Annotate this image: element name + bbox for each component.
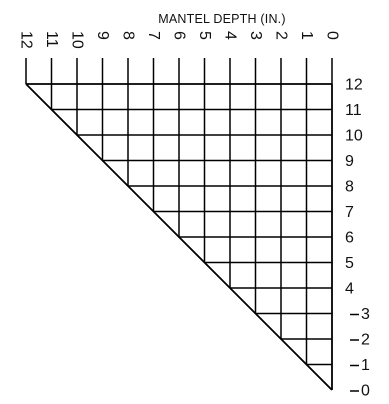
right-scale-label: 10 xyxy=(345,128,363,145)
top-scale-label: 5 xyxy=(196,31,213,40)
top-scale-label: 6 xyxy=(171,31,188,40)
right-scale-label: 0 xyxy=(361,383,370,400)
diagram-title: MANTEL DEPTH (IN.) xyxy=(158,12,285,26)
right-scale-label: 1 xyxy=(361,357,370,374)
right-scale-label: 3 xyxy=(361,306,370,323)
top-scale-label: 2 xyxy=(273,31,290,40)
top-scale-label: 4 xyxy=(222,31,239,40)
right-scale-label: 7 xyxy=(345,204,354,221)
top-scale-label: 10 xyxy=(69,31,86,49)
right-scale-label: 8 xyxy=(345,179,354,196)
top-scale-label: 11 xyxy=(43,31,60,48)
top-scale-label: 7 xyxy=(145,31,162,40)
triangular-grid xyxy=(25,58,333,391)
top-scale-label: 1 xyxy=(298,31,315,40)
right-scale-label: 4 xyxy=(345,281,354,298)
right-scale-label: 6 xyxy=(345,230,354,247)
top-scale-label: 0 xyxy=(324,31,341,40)
top-scale-label: 3 xyxy=(247,31,264,40)
right-scale-label: 9 xyxy=(345,153,354,170)
right-scale-label: 12 xyxy=(345,77,363,94)
top-scale-label: 12 xyxy=(18,31,35,49)
right-scale-label: 2 xyxy=(361,332,370,349)
right-scale-label: 5 xyxy=(345,255,354,272)
top-scale-label: 8 xyxy=(120,31,137,40)
top-scale-label: 9 xyxy=(94,31,111,40)
right-scale-label: 11 xyxy=(345,102,362,119)
